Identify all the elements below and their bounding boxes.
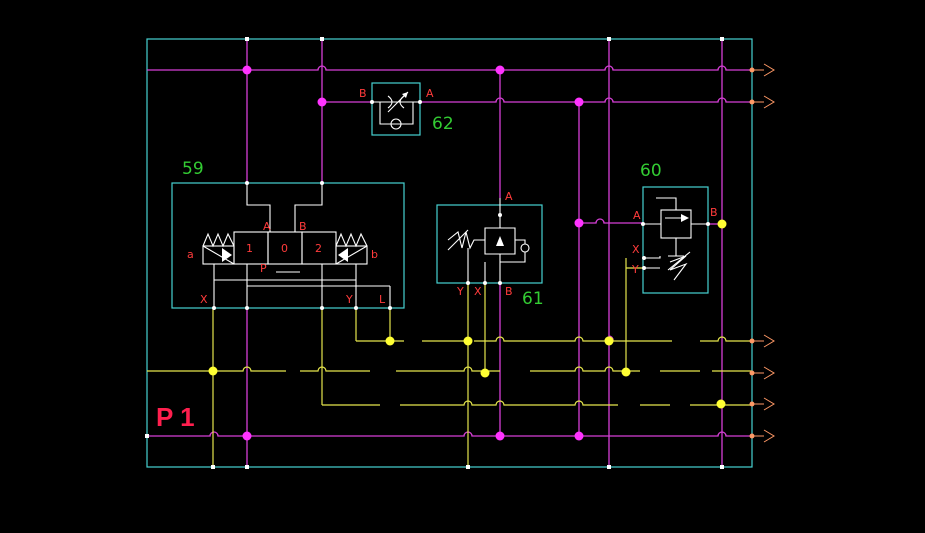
component-60-port-y: Y (631, 263, 639, 276)
connector-3 (749, 334, 775, 348)
component-62-port-b: B (359, 87, 367, 100)
component-60: A B X Y 60 (631, 161, 718, 294)
component-59-port-a-upper: A (263, 220, 271, 233)
connector-5 (749, 397, 775, 411)
component-59-port-b-lower: b (371, 248, 378, 261)
component-60-port-a: A (633, 209, 641, 222)
component-61-port-y: Y (456, 285, 464, 298)
component-62-port-a: A (426, 87, 434, 100)
component-61-port-x: X (474, 285, 482, 298)
component-59-position-1: 1 (246, 242, 253, 255)
component-59-port-b-upper: B (299, 220, 307, 233)
outlet-connectors (749, 63, 775, 443)
pressure-lines (147, 39, 752, 467)
component-59-position-2: 2 (315, 242, 322, 255)
component-62-number: 62 (432, 114, 454, 134)
frame-border (146, 38, 753, 468)
component-59-port-a-lower: a (187, 248, 194, 261)
pressure-junctions (242, 65, 584, 441)
component-60-port-b: B (710, 206, 718, 219)
component-59-number: 59 (182, 159, 204, 179)
component-60-port-x: X (632, 243, 640, 256)
component-61-number: 61 (522, 289, 544, 309)
connector-4 (749, 366, 775, 380)
pilot-lines (147, 258, 752, 467)
component-61: A B Y X 61 (436, 190, 544, 309)
component-59-port-y: Y (345, 293, 353, 306)
frame-junctions (145, 37, 724, 469)
component-59-port-l: L (379, 293, 386, 306)
connector-6 (749, 429, 775, 443)
component-59-port-x: X (200, 293, 208, 306)
component-59-position-0: 0 (281, 242, 288, 255)
component-59-port-p: P (260, 262, 267, 275)
component-61-port-a: A (505, 190, 513, 203)
sheet-label: P 1 (156, 402, 195, 432)
component-59: 59 A B a b X Y L P 1 0 2 (171, 159, 405, 310)
pilot-junctions (208, 219, 727, 409)
component-61-port-b: B (505, 285, 513, 298)
connector-2 (749, 95, 775, 109)
component-62: B A 62 (359, 82, 454, 136)
connector-1 (749, 63, 775, 77)
component-60-number: 60 (640, 161, 662, 181)
